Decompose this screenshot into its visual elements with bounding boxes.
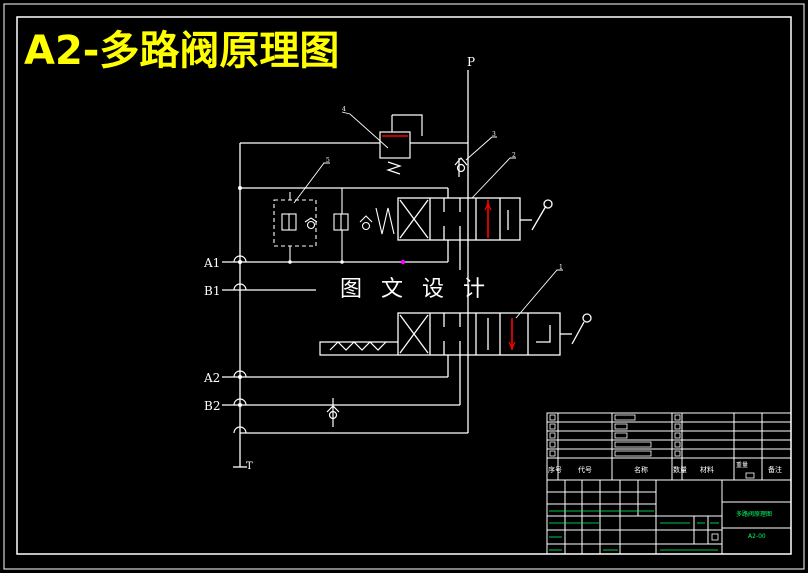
outer-frame [3, 3, 805, 570]
callout-2: 2 [512, 152, 516, 159]
leader-lines [293, 111, 563, 319]
header-weight: 重量 [736, 461, 748, 469]
circuit-lines [222, 70, 469, 468]
junction-marker [400, 259, 406, 265]
header-qty: 数量 [673, 465, 687, 474]
drawing-name-cell: 多路阀原理图 [736, 510, 772, 518]
relief-valve [379, 114, 423, 175]
watermark-text: 图 文 设 计 [340, 277, 491, 302]
title-block-green-text: 多路阀原理图 A2-00 [736, 510, 772, 540]
port-t-label: T [246, 461, 253, 472]
pressure-valve-2 [333, 188, 395, 262]
inner-frame [16, 16, 792, 555]
header-material: 材料 [700, 465, 714, 474]
directional-valve-1 [397, 197, 553, 241]
port-b1-label: B1 [204, 284, 220, 298]
header-name: 名称 [634, 465, 648, 474]
callout-3: 3 [492, 131, 496, 138]
priority-valve-group [273, 192, 318, 262]
title-block-headers: 序号 代号 名称 数量 材料 重量 备注 [548, 461, 782, 474]
title-block-fine-print [549, 510, 719, 551]
junction-dots [238, 186, 344, 407]
title-block [546, 412, 792, 555]
drawing-no-cell: A2-00 [748, 533, 766, 540]
check-valve-p [454, 157, 468, 177]
check-valve-b2 [326, 398, 340, 427]
callout-4: 4 [342, 106, 346, 113]
directional-valve-2 [397, 312, 592, 356]
port-crossings [233, 255, 247, 434]
callout-1: 1 [559, 264, 563, 271]
port-b2-label: B2 [204, 399, 220, 413]
callout-5: 5 [326, 157, 330, 164]
port-a2-label: A2 [203, 371, 220, 385]
header-seq: 序号 [548, 465, 562, 474]
port-p-label: P [467, 55, 475, 69]
header-code: 代号 [578, 465, 592, 474]
header-remark: 备注 [768, 465, 782, 474]
title-block-marks [549, 414, 755, 541]
drawing-title: A2-多路阀原理图 [24, 28, 339, 74]
spring-cap-valve-2 [319, 341, 398, 356]
port-a1-label: A1 [203, 256, 220, 270]
